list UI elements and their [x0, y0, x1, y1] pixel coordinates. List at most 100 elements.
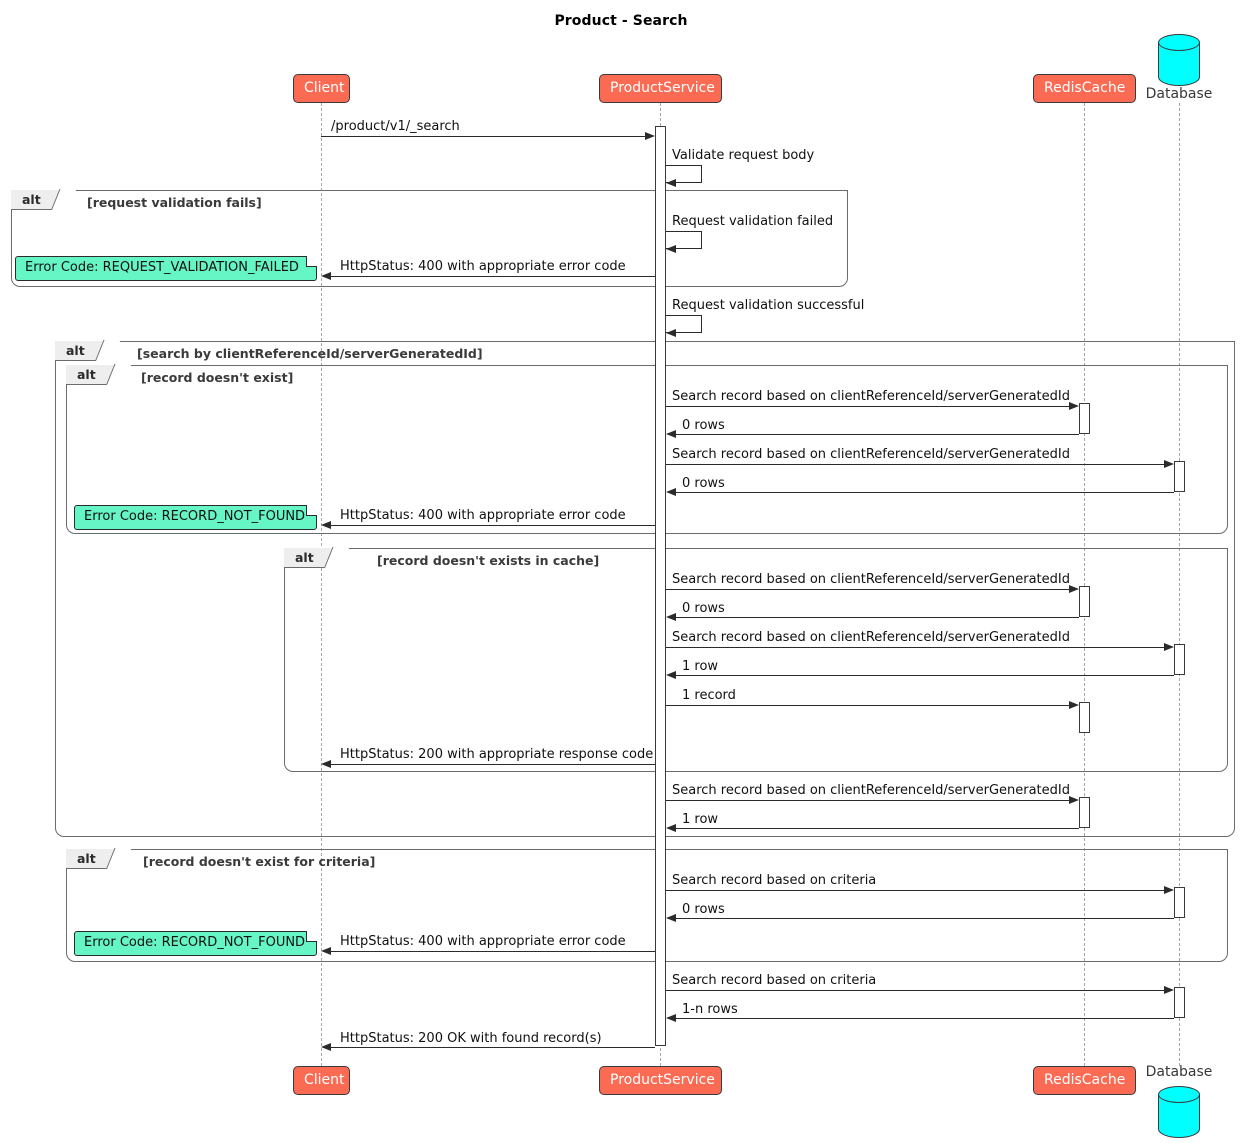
participant-rediscache-footer[interactable]: RedisCache — [1033, 1066, 1136, 1095]
message-arrow-m11 — [1069, 584, 1079, 593]
message-arrow-m14 — [666, 670, 676, 679]
message-arrow-m20 — [666, 913, 676, 922]
note-fold-corner — [306, 505, 317, 516]
message-label-m15: 1 record — [682, 688, 736, 703]
message-label-m2: Validate request body — [672, 148, 815, 163]
message-line-m18 — [676, 828, 1079, 829]
message-arrow-m3 — [666, 244, 676, 253]
lifeline-rediscache — [1084, 103, 1085, 1066]
fragment-label-alt-3: alt — [66, 365, 123, 385]
note-fold-corner — [306, 931, 317, 942]
message-line-m6 — [666, 406, 1069, 407]
database-footer-label: Database — [1145, 1064, 1213, 1080]
database-cylinder-icon-footer — [1158, 1086, 1200, 1139]
participant-database-footer[interactable]: Database — [1146, 1064, 1212, 1139]
activation-rediscache-1 — [1079, 403, 1090, 434]
message-line-m9 — [676, 492, 1174, 493]
fragment-condition-2: [search by clientReferenceId/serverGener… — [137, 346, 483, 361]
message-label-m1: /product/v1/_search — [331, 119, 460, 134]
message-arrow-m7 — [666, 429, 676, 438]
lifeline-database — [1179, 103, 1180, 1066]
activation-rediscache-2 — [1079, 586, 1090, 617]
activation-database-3 — [1174, 887, 1185, 918]
database-header-label: Database — [1145, 86, 1213, 102]
participant-productservice-footer[interactable]: ProductService — [599, 1066, 722, 1095]
message-arrow-m16 — [321, 759, 331, 768]
message-line-m19 — [666, 890, 1164, 891]
note-fold-corner — [306, 256, 317, 267]
message-label-m8: Search record based on clientReferenceId… — [672, 447, 1070, 462]
message-arrow-m5 — [666, 328, 676, 337]
message-arrow-m22 — [1164, 985, 1174, 994]
message-line-m10 — [331, 525, 655, 526]
message-arrow-m4 — [321, 271, 331, 280]
activation-database-2 — [1174, 644, 1185, 675]
message-label-m16: HttpStatus: 200 with appropriate respons… — [340, 747, 654, 762]
message-arrow-m17 — [1069, 795, 1079, 804]
participant-client-header[interactable]: Client — [293, 74, 350, 103]
note-text-n1: Error Code: REQUEST_VALIDATION_FAILED — [25, 260, 299, 275]
message-line-m11 — [666, 589, 1069, 590]
message-label-m22: Search record based on criteria — [672, 973, 877, 988]
message-arrow-m23 — [666, 1013, 676, 1022]
message-line-m17 — [666, 800, 1069, 801]
message-label-m13: Search record based on clientReferenceId… — [672, 630, 1070, 645]
message-label-m4: HttpStatus: 400 with appropriate error c… — [340, 259, 626, 274]
message-line-m12 — [676, 617, 1079, 618]
note-record-not-found-2: Error Code: RECORD_NOT_FOUND — [74, 931, 317, 956]
participant-rediscache-header[interactable]: RedisCache — [1033, 74, 1136, 103]
message-arrow-m19 — [1164, 885, 1174, 894]
message-label-m12: 0 rows — [682, 601, 725, 616]
activation-database-1 — [1174, 461, 1185, 492]
activation-productservice-main — [655, 126, 666, 1046]
page-title: Product - Search — [554, 13, 688, 29]
message-arrow-m6 — [1069, 401, 1079, 410]
message-label-m11: Search record based on clientReferenceId… — [672, 572, 1070, 587]
fragment-condition-5: [record doesn't exist for criteria] — [143, 854, 376, 869]
message-arrow-m15 — [1069, 700, 1079, 709]
message-label-m19: Search record based on criteria — [672, 873, 877, 888]
activation-rediscache-4 — [1079, 797, 1090, 828]
message-arrow-m12 — [666, 612, 676, 621]
participant-database-header[interactable]: Database — [1146, 34, 1212, 102]
note-record-not-found-1: Error Code: RECORD_NOT_FOUND — [74, 505, 317, 530]
note-request-validation-failed: Error Code: REQUEST_VALIDATION_FAILED — [15, 256, 317, 281]
message-line-m4 — [331, 276, 655, 277]
message-arrow-m10 — [321, 520, 331, 529]
message-label-m21: HttpStatus: 400 with appropriate error c… — [340, 934, 626, 949]
fragment-label-alt-4: alt — [284, 548, 341, 568]
message-line-m24 — [331, 1047, 655, 1048]
message-arrow-m21 — [321, 946, 331, 955]
fragment-condition-1: [request validation fails] — [87, 195, 262, 210]
message-label-m6: Search record based on clientReferenceId… — [672, 389, 1070, 404]
message-line-m1 — [321, 136, 645, 137]
message-line-m7 — [676, 434, 1079, 435]
message-label-m5: Request validation successful — [672, 298, 865, 313]
message-label-m20: 0 rows — [682, 902, 725, 917]
message-arrow-m8 — [1164, 459, 1174, 468]
message-line-m23 — [676, 1018, 1174, 1019]
participant-productservice-header[interactable]: ProductService — [599, 74, 722, 103]
message-label-m10: HttpStatus: 400 with appropriate error c… — [340, 508, 626, 523]
participant-client-footer[interactable]: Client — [293, 1066, 350, 1095]
note-text-n2: Error Code: RECORD_NOT_FOUND — [84, 509, 306, 524]
message-label-m9: 0 rows — [682, 476, 725, 491]
message-label-m23: 1-n rows — [682, 1002, 738, 1017]
lifeline-client — [321, 103, 322, 1066]
message-label-m17: Search record based on clientReferenceId… — [672, 783, 1070, 798]
message-arrow-m2 — [666, 178, 676, 187]
fragment-condition-4: [record doesn't exists in cache] — [377, 553, 600, 568]
fragment-label-alt-2: alt — [55, 341, 112, 361]
message-line-m16 — [331, 764, 655, 765]
message-line-m14 — [676, 675, 1174, 676]
message-label-m3: Request validation failed — [672, 214, 834, 229]
fragment-label-alt-5: alt — [66, 849, 123, 869]
note-text-n3: Error Code: RECORD_NOT_FOUND — [84, 935, 306, 950]
message-line-m13 — [666, 647, 1164, 648]
message-selfloop-m2 — [666, 165, 702, 183]
message-arrow-m9 — [666, 487, 676, 496]
message-label-m7: 0 rows — [682, 418, 725, 433]
message-label-m18: 1 row — [682, 812, 719, 827]
message-line-m20 — [676, 918, 1174, 919]
